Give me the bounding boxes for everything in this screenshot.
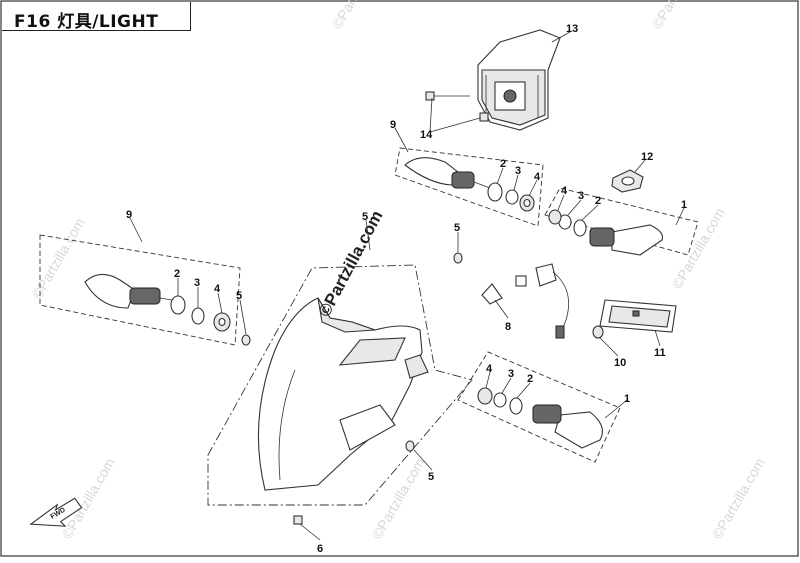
rear-right-turn-signal[interactable] xyxy=(589,224,664,256)
center-watermark: ©Partzilla.com xyxy=(315,207,387,320)
connector-12[interactable] xyxy=(611,169,644,193)
fwd-arrow: FWD xyxy=(29,497,83,527)
clip-part-6[interactable] xyxy=(293,515,303,525)
callout-5: 5 xyxy=(454,222,460,234)
callout-2: 2 xyxy=(595,195,601,207)
title-box: F16 灯具/LIGHT xyxy=(2,2,191,32)
watermark-text: ©Partzilla.com xyxy=(669,205,728,291)
watermark-text: ©Partzilla.com xyxy=(369,455,428,541)
washer-part-3[interactable] xyxy=(505,189,519,205)
license-plate-light[interactable] xyxy=(599,299,677,333)
callout-4: 4 xyxy=(561,185,568,197)
callout-3: 3 xyxy=(194,277,200,289)
callout-2: 2 xyxy=(500,158,506,170)
screw-14[interactable] xyxy=(425,91,489,122)
washer-part-2[interactable] xyxy=(573,219,587,237)
callout-3: 3 xyxy=(508,368,514,380)
callout-5: 5 xyxy=(428,471,434,483)
watermark-text: ©Partzilla.com xyxy=(649,0,708,31)
callout-2: 2 xyxy=(527,373,533,385)
bolt-part-5[interactable] xyxy=(241,334,251,346)
callout-4: 4 xyxy=(214,283,221,295)
washer-part-2[interactable] xyxy=(170,295,186,315)
washer-part-3[interactable] xyxy=(191,307,205,325)
callout-1: 1 xyxy=(624,393,630,405)
nut-part-4[interactable] xyxy=(519,194,535,212)
callout-9: 9 xyxy=(390,119,396,131)
nut-part-4[interactable] xyxy=(477,387,493,405)
headlight-assembly[interactable] xyxy=(257,297,429,491)
diagram-title: F16 灯具/LIGHT xyxy=(14,12,159,32)
tail-light-assembly[interactable] xyxy=(477,29,561,131)
callout-5: 5 xyxy=(236,290,242,302)
callout-1: 1 xyxy=(681,199,687,211)
watermark-text: ©Partzilla.com xyxy=(59,455,118,541)
callout-3: 3 xyxy=(578,190,584,202)
callout-12: 12 xyxy=(641,151,653,163)
washer-part-2[interactable] xyxy=(509,397,523,415)
bolt-part-5[interactable] xyxy=(405,440,415,452)
watermark-text: ©Partzilla.com xyxy=(29,215,88,301)
watermark-text: ©Partzilla.com xyxy=(709,455,768,541)
callout-2: 2 xyxy=(174,268,180,280)
callout-6: 6 xyxy=(317,543,323,555)
callout-4: 4 xyxy=(486,363,493,375)
background-watermarks: ©Partzilla.com ©Partzilla.com ©Partzilla… xyxy=(29,0,768,542)
callout-labels: 13 14 9 2 3 4 12 4 3 2 1 9 5 5 2 3 4 5 8… xyxy=(126,23,687,555)
nut-part-4[interactable] xyxy=(213,312,231,332)
nut-part-4[interactable] xyxy=(548,209,562,225)
callout-14: 14 xyxy=(420,129,433,141)
turn-signal-group-outline xyxy=(394,147,544,227)
leader-lines xyxy=(129,31,685,541)
front-right-turn-signal[interactable] xyxy=(532,404,603,449)
washer-part-2[interactable] xyxy=(487,182,503,202)
callout-13: 13 xyxy=(566,23,578,35)
rear-left-turn-signal[interactable] xyxy=(404,157,491,189)
callout-11: 11 xyxy=(654,347,666,359)
front-left-turn-signal[interactable] xyxy=(84,273,173,309)
bulb-socket-8[interactable] xyxy=(481,263,569,339)
callout-10: 10 xyxy=(614,357,626,369)
nut-part-10[interactable] xyxy=(592,325,604,339)
callout-9: 9 xyxy=(126,209,132,221)
callout-3: 3 xyxy=(515,165,521,177)
headlight-group-outline xyxy=(207,264,473,506)
callout-8: 8 xyxy=(505,321,511,333)
washer-part-3[interactable] xyxy=(493,392,507,408)
callout-4: 4 xyxy=(534,171,541,183)
watermark-text: ©Partzilla.com xyxy=(329,0,388,31)
bolt-part-5[interactable] xyxy=(453,252,463,264)
callout-5: 5 xyxy=(362,211,368,223)
